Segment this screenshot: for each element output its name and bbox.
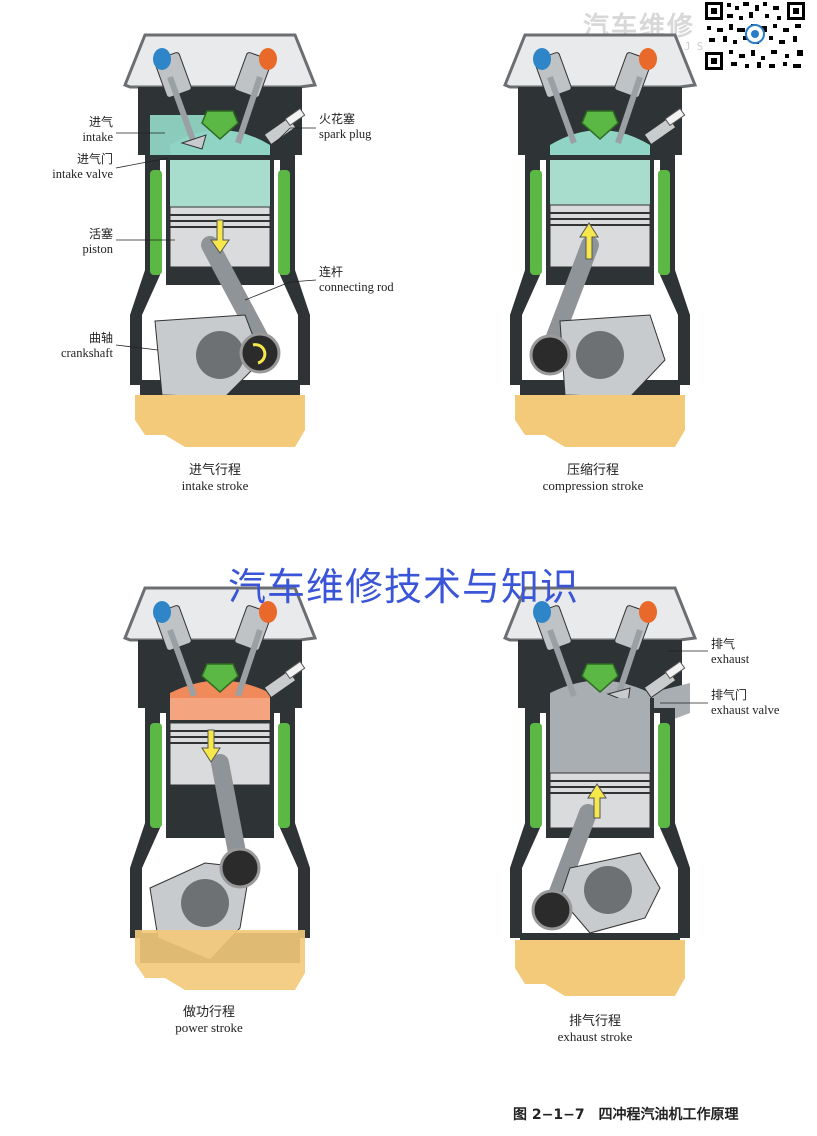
coolant-jacket-left: [150, 170, 162, 275]
watermark-text: 汽车维修技术与知识: [228, 565, 580, 609]
yellow-arrow-icon: [210, 219, 230, 254]
camshaft: [201, 110, 239, 141]
yellow-arrow-icon: [587, 783, 607, 819]
connecting-rod: [201, 236, 275, 359]
engine-intake-stroke: [123, 33, 318, 447]
yellow-arrow-icon: [579, 222, 599, 260]
qr-code-icon: [703, 0, 807, 72]
exhaust-valve: [234, 48, 277, 144]
yellow-arrow-icon: [201, 729, 221, 763]
intake-valve: [153, 48, 207, 150]
coolant-jacket-right: [278, 170, 290, 275]
crank-pin: [239, 332, 281, 374]
engine-power-stroke: [123, 586, 318, 990]
spark-plug: [263, 107, 306, 146]
figure-caption: 图 2−1−7 四冲程汽油机工作原理: [513, 1107, 739, 1123]
engine-exhaust-stroke: [503, 586, 698, 996]
rotation-arrow-icon: [252, 343, 267, 365]
oil-sump: [135, 395, 305, 447]
engine-compression-stroke: [503, 33, 698, 447]
